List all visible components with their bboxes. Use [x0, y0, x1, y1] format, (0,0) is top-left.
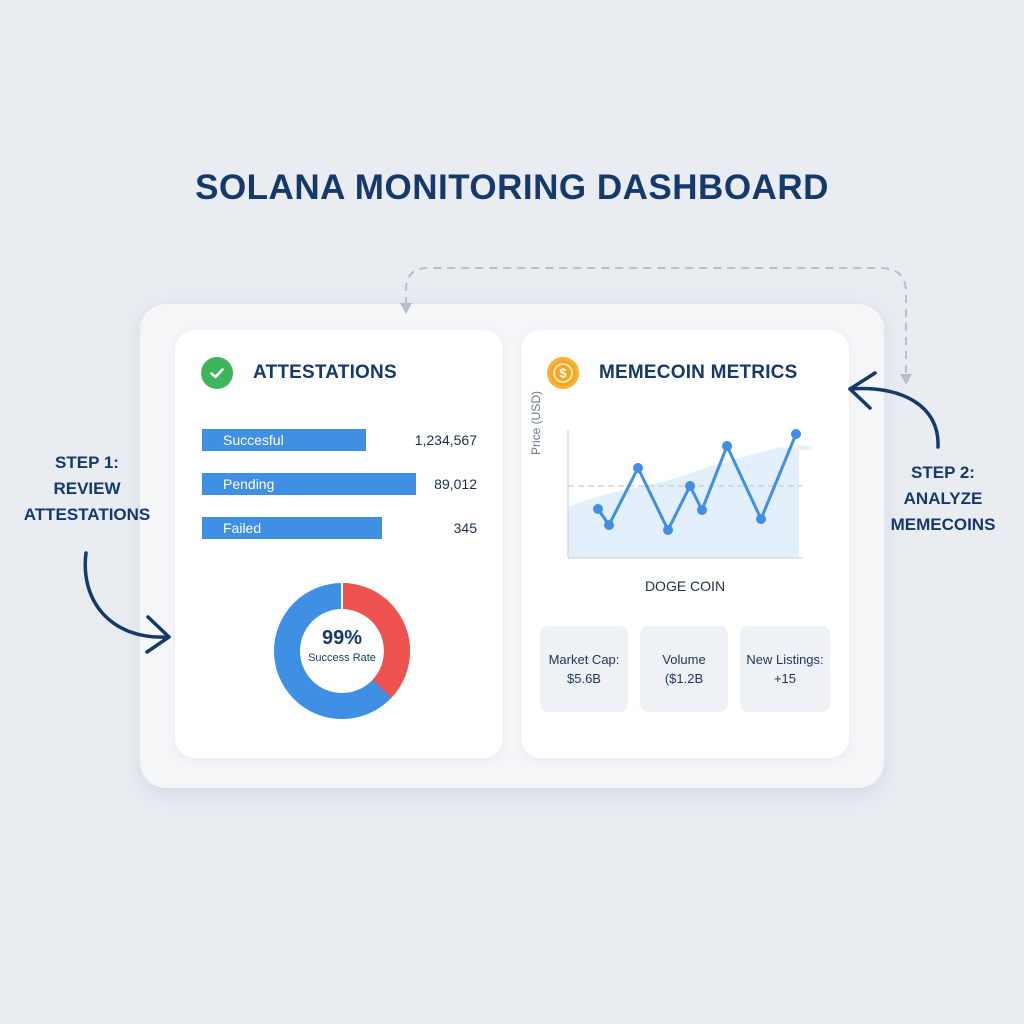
donut-center: 99% Success Rate [274, 627, 410, 664]
memecoin-panel: $ MEMECOIN METRICS Price (USD) [521, 330, 849, 758]
attestations-header: ATTESTATIONS [201, 356, 397, 390]
memecoin-title: MEMECOIN METRICS [599, 362, 798, 383]
svg-text:$: $ [559, 366, 567, 381]
dollar-coin-icon: $ [547, 357, 579, 389]
attestations-title: ATTESTATIONS [253, 362, 397, 383]
volume-card: Volume ($1.2B [640, 626, 728, 712]
price-line-chart [537, 425, 837, 575]
bar-pending: Pending [202, 473, 416, 495]
success-rate-donut: 99% Success Rate [274, 583, 410, 719]
attestations-panel: ATTESTATIONS Succesful 1,234,567 Pending… [175, 330, 503, 758]
bar-row-failed: Failed 345 [202, 517, 477, 539]
volume-label: Volume [662, 652, 706, 667]
new-listings-label: New Listings: [746, 652, 824, 667]
value-pending: 89,012 [434, 476, 477, 492]
step-1-line3: ATTESTATIONS [23, 505, 151, 524]
success-rate-percent: 99% [321, 627, 363, 649]
success-rate-caption: Success Rate [308, 652, 376, 664]
volume-value: ($1.2B [664, 671, 704, 686]
chart-x-label: DOGE COIN [644, 578, 726, 594]
step-1-number: STEP 1: [55, 453, 119, 472]
step-2-number: STEP 2: [911, 463, 975, 482]
bar-successful: Succesful [202, 429, 366, 451]
market-cap-value: $5.6B [567, 671, 601, 686]
value-successful: 1,234,567 [414, 432, 477, 448]
step-2-label: STEP 2: ANALYZE MEMECOINS [868, 460, 1018, 538]
market-cap-card: Market Cap: $5.6B [540, 626, 628, 712]
step-2-line3: MEMECOINS [890, 515, 996, 534]
market-cap-label: Market Cap: [548, 652, 620, 667]
check-circle-icon [201, 357, 233, 389]
step-1-label: STEP 1: REVIEW ATTESTATIONS [12, 450, 162, 528]
value-failed: 345 [453, 520, 477, 536]
dashed-arrow-head-right [900, 374, 912, 385]
step-1-line2: REVIEW [53, 479, 121, 498]
bar-row-successful: Succesful 1,234,567 [202, 429, 477, 451]
new-listings-value: +15 [773, 671, 797, 686]
step-2-line2: ANALYZE [903, 489, 983, 508]
memecoin-header: $ MEMECOIN METRICS [547, 356, 797, 390]
new-listings-card: New Listings: +15 [740, 626, 830, 712]
page-title: SOLANA MONITORING DASHBOARD [195, 168, 829, 207]
bar-failed: Failed [202, 517, 382, 539]
bar-row-pending: Pending 89,012 [202, 473, 477, 495]
